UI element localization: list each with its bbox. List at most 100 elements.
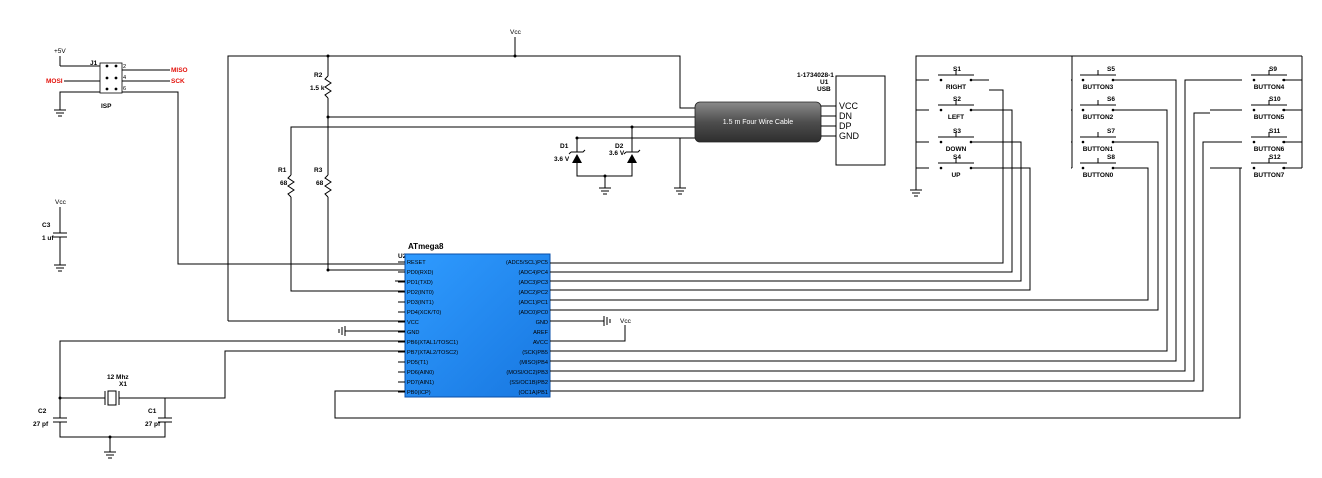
switch-label: BUTTON2 <box>1083 114 1114 121</box>
mcu-right-pin-label: (ADC0)PC0 <box>518 310 548 316</box>
mcu-right-pin-label: AREF <box>533 330 549 336</box>
usb-pin-gnd: GND <box>839 131 860 141</box>
ground-symbol-isp <box>54 109 66 117</box>
usb-part: 1-1734028-1 <box>797 72 834 79</box>
c3-value: 1 uf <box>42 235 54 242</box>
r3-ref: R3 <box>314 167 323 174</box>
c2-value: 27 pf <box>33 421 49 428</box>
switch-ref: S7 <box>1107 128 1115 135</box>
isp-pin4: 4 <box>123 75 126 81</box>
switch-label: BUTTON1 <box>1083 146 1114 153</box>
mcu-left-pin-label: PD5(T1) <box>407 360 428 366</box>
d1-ref: D1 <box>560 143 569 150</box>
switch-ref: S3 <box>953 128 961 135</box>
switch-label: DOWN <box>946 146 967 153</box>
ground-symbol-c3 <box>54 264 66 272</box>
mosi-label: MOSI <box>46 78 63 85</box>
mcu-left-pin-label: PB6(XTAL1/TOSC1) <box>407 340 458 346</box>
switch-label: LEFT <box>948 114 964 121</box>
mcu-left-pin-label: PD1(TXD) <box>407 280 433 286</box>
usb-connector: 1-1734028-1 U1 USB VCC DN DP GND <box>797 72 886 166</box>
mcu-right-pin-label: (ADC4)PC4 <box>518 270 548 276</box>
mcu-right-pin-label: AVCC <box>533 340 548 346</box>
four-wire-cable: 1.5 m Four Wire Cable <box>674 101 836 195</box>
d2-value: 3.6 V <box>609 150 625 157</box>
mcu-body <box>404 253 551 398</box>
mcu-right-pin-label: (ADC1)PC1 <box>518 300 548 306</box>
mcu-right-pin-label: (MISO)PB4 <box>519 360 548 366</box>
mcu-left-pin-label: PD4(XCK/T0) <box>407 310 441 316</box>
switch-ref: S1 <box>953 66 961 73</box>
mcu-left-pin-label: PB7(XTAL2/TOSC2) <box>407 350 458 356</box>
switch-label: BUTTON7 <box>1254 172 1285 179</box>
capacitor-c2: C2 27 pf <box>33 408 166 438</box>
cable-label: 1.5 m Four Wire Cable <box>723 119 794 126</box>
vcc-top-label: Vcc <box>510 29 522 36</box>
mcu-right-pin-label: GND <box>536 320 548 326</box>
miso-label: MISO <box>171 67 188 74</box>
switch-label: BUTTON3 <box>1083 84 1114 91</box>
mcu-ref: U2 <box>398 253 407 260</box>
isp-name: ISP <box>101 103 112 110</box>
isp-pin2: 2 <box>123 64 126 70</box>
zener-d2: D2 3.6 V <box>577 125 695 195</box>
switch-ref: S12 <box>1269 154 1281 161</box>
mcu-left-pin-label: PD3(INT1) <box>407 300 434 306</box>
d2-ref: D2 <box>615 143 624 150</box>
mcu-right-pin-label: (ADC5/SCL)PC5 <box>506 260 548 266</box>
ground-symbol-diodes <box>599 187 611 195</box>
switch-ref: S10 <box>1269 96 1281 103</box>
mcu-right-pin-label: (SS/OC1B)PB2 <box>509 380 548 386</box>
c2-ref: C2 <box>38 408 47 415</box>
resistor-r3: R3 68 <box>314 116 695 272</box>
usb-pin-dp: DP <box>839 121 852 131</box>
plus5v-label: +5V <box>54 48 66 55</box>
switch-ref: S2 <box>953 96 961 103</box>
mcu-left-pin-label: PD0(RXD) <box>407 270 434 276</box>
isp-connector: +5V J1 ISP 2 4 6 MISO SCK MOSI <box>46 48 405 265</box>
r2-ref: R2 <box>314 72 323 79</box>
switch-ref: S9 <box>1269 66 1277 73</box>
mcu-port-wires: Vcc <box>59 79 1241 419</box>
r2-value: 1.5 k <box>310 85 325 92</box>
switch-label: BUTTON4 <box>1254 84 1285 91</box>
capacitor-c3: Vcc C3 1 uf <box>42 199 67 272</box>
r1-value: 68 <box>280 180 288 187</box>
usb-name: USB <box>817 86 831 93</box>
usb-ref: U1 <box>820 79 829 86</box>
switch-ref: S11 <box>1269 128 1281 135</box>
mcu-left-pin-label: PD7(AIN1) <box>407 380 434 386</box>
mcu-atmega8: ATmega8 U2 RESETPD0(RXD)PD1(TXD)PD2(INT0… <box>398 242 551 398</box>
isp-header-body <box>99 62 123 94</box>
switch-ref: S8 <box>1107 154 1115 161</box>
switch-label: BUTTON5 <box>1254 114 1285 121</box>
switch-label: BUTTON0 <box>1083 172 1114 179</box>
mcu-left-pin-label: PD6(AIN0) <box>407 370 434 376</box>
ground-symbol-cable <box>674 187 686 195</box>
switch-label: UP <box>951 172 961 179</box>
resistor-r2: R2 1.5 k <box>310 56 332 119</box>
mcu-left-pin-label: PB0(ICP) <box>407 390 431 396</box>
crystal-freq: 12 Mhz <box>107 374 129 381</box>
mcu-right-pin-label: (OC1A)PB1 <box>518 390 548 396</box>
c3-ref: C3 <box>42 222 51 229</box>
crystal-ref: X1 <box>119 381 127 388</box>
mcu-left-pin-label: GND <box>407 330 419 336</box>
mcu-left-pin-label: VCC <box>407 320 419 326</box>
capacitor-c1: C1 27 pf <box>104 398 172 459</box>
r1-ref: R1 <box>278 167 287 174</box>
d1-value: 3.6 V <box>554 156 570 163</box>
mcu-right-pin-label: (SCK)PB5 <box>522 350 548 356</box>
mcu-left-pin-label: PD2(INT0) <box>407 290 434 296</box>
mcu-name: ATmega8 <box>408 242 444 251</box>
mcu-right-pin-label: (ADC3)PC3 <box>518 280 548 286</box>
switch-label: BUTTON6 <box>1254 146 1285 153</box>
avcc-vcc-label: Vcc <box>620 318 632 325</box>
c1-ref: C1 <box>148 408 157 415</box>
switch-label: RIGHT <box>946 84 966 91</box>
sck-label: SCK <box>171 78 185 85</box>
crystal-x1: 12 Mhz X1 <box>58 374 165 406</box>
